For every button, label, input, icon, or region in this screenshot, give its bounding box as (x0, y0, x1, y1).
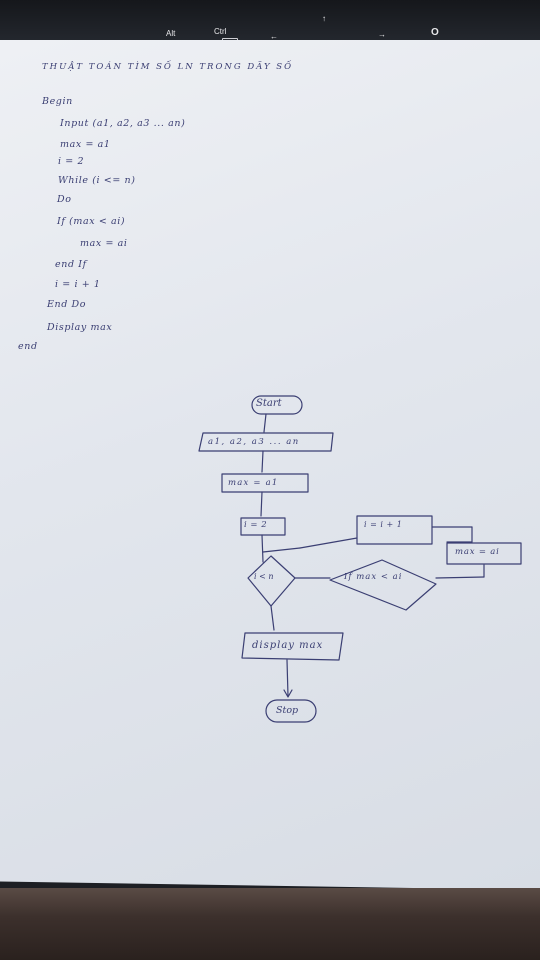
stop-terminator (265, 699, 317, 723)
note-line: Begin (42, 96, 73, 107)
note-line: Do (57, 194, 72, 205)
flow-arrow (261, 450, 264, 473)
note-line: Display max (47, 322, 113, 333)
max-assign-box (221, 473, 309, 493)
note-line: max = a1 (60, 139, 111, 150)
arrow-up-icon: ↑ (322, 14, 326, 23)
start-terminator (251, 395, 303, 415)
loop-decision (247, 555, 296, 607)
loop-test-label: i < n (254, 572, 274, 581)
i-init-box (240, 517, 286, 536)
i-init-label: i = 2 (244, 520, 268, 530)
flow-arrow (260, 491, 263, 517)
flow-arrow (261, 534, 264, 563)
ctrl-key-label: Ctrl (214, 27, 227, 36)
note-line: i = i + 1 (55, 279, 101, 290)
flow-arrow (283, 689, 293, 698)
note-line: If (max < ai) (57, 216, 126, 227)
paper-sheet (0, 40, 540, 890)
increment-label: i = i + 1 (364, 520, 403, 529)
input-parallelogram (198, 432, 334, 452)
desk-surface (0, 888, 540, 960)
flow-arrow (263, 413, 267, 433)
arrow-left-icon: ← (270, 32, 278, 41)
note-line: Input (a1, a2, a3 ... an) (60, 118, 186, 129)
alt-key-label: Alt (166, 29, 176, 38)
flow-arrow (262, 547, 301, 553)
compare-test-label: If max < ai (344, 572, 403, 582)
increment-box (356, 515, 433, 545)
input-label: a1, a2, a3 ... an (208, 437, 300, 447)
max-ai-box (446, 542, 522, 565)
note-line: i = 2 (58, 156, 85, 167)
note-line: end (18, 341, 38, 352)
start-label: Start (256, 398, 282, 409)
flow-arrow (299, 537, 358, 549)
note-line: max = ai (80, 238, 128, 249)
max-assign-label: max = a1 (228, 478, 279, 488)
stop-label: Stop (276, 705, 299, 716)
circle-key-label: O (431, 27, 439, 38)
flow-arrow (435, 576, 485, 579)
arrow-right-icon: → (378, 30, 386, 39)
note-line: End Do (47, 299, 87, 310)
output-parallelogram (241, 632, 344, 661)
notes-title: THUẬT TOÁN TÌM SỐ LN TRONG DÃY SỐ (42, 62, 294, 72)
flow-arrow (286, 659, 289, 697)
compare-decision (329, 559, 437, 611)
note-line: end If (55, 259, 87, 270)
output-label: display max (252, 640, 324, 651)
flow-arrow (270, 605, 275, 631)
max-ai-label: max = ai (455, 547, 500, 557)
note-line: While (i <= n) (58, 175, 136, 186)
